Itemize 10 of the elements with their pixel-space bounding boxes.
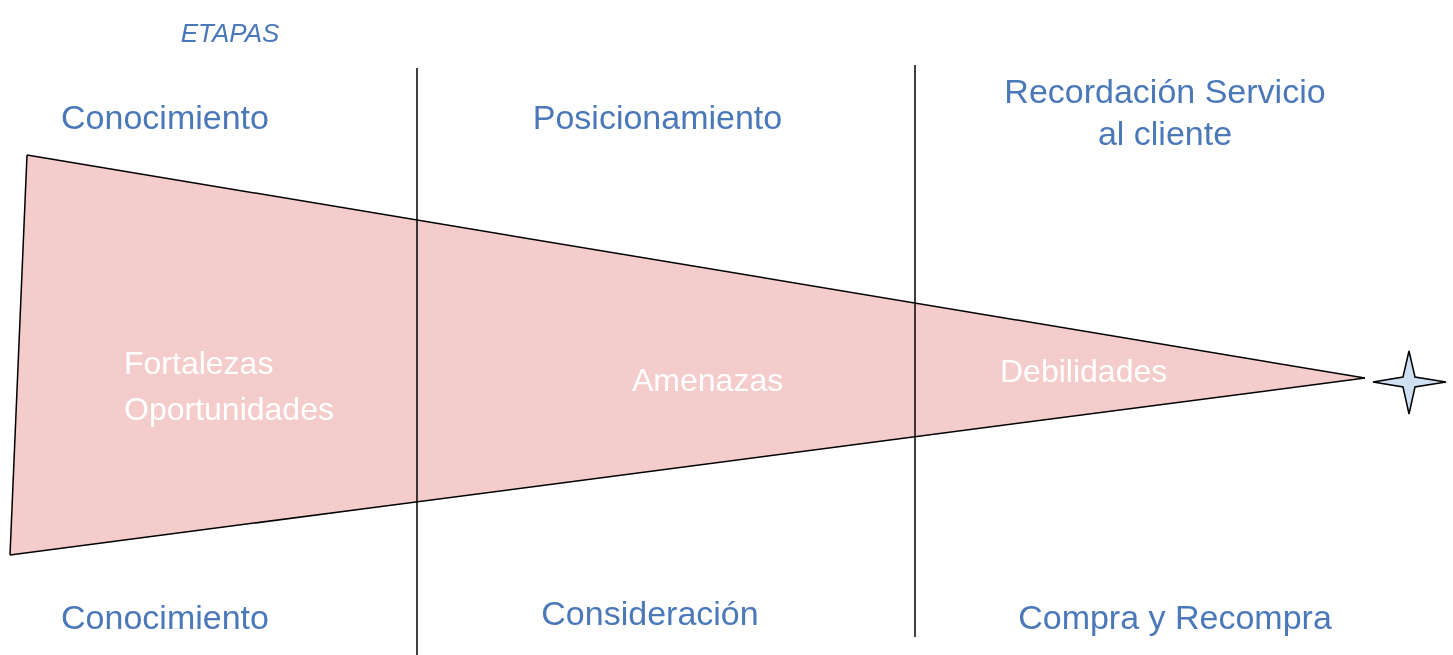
stage-label: Conocimiento <box>60 97 270 138</box>
funnel-segment <box>417 220 915 502</box>
stage-label: Recordación Servicio al cliente <box>1003 71 1327 154</box>
heading: ETAPAS <box>179 17 281 50</box>
stage-label: Conocimiento <box>60 597 270 638</box>
star-shape <box>1372 350 1447 415</box>
funnel-segment <box>10 155 417 555</box>
stage-label: Posicionamiento <box>531 97 784 138</box>
stage-label: Compra y Recompra <box>1017 597 1333 638</box>
stage-label: Consideración <box>540 593 760 634</box>
